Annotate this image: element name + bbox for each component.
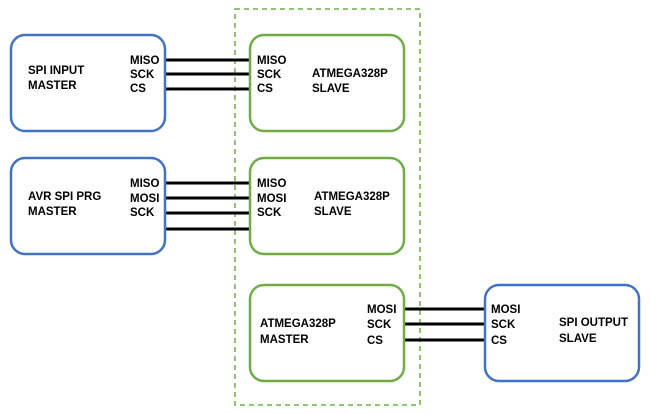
pin-label: MISO	[257, 178, 286, 190]
pin-label: MOSI	[257, 193, 286, 205]
pin-label: SCK	[130, 69, 155, 81]
atmega-slave-2-box	[248, 156, 406, 256]
avr-spi-prg-master-block: AVR SPI PRG MASTER MISO MOSI SCK	[9, 156, 167, 256]
pin-label: CS	[491, 335, 507, 347]
spi-output-slave-block: MOSI SCK CS SPI OUTPUT SLAVE	[483, 283, 641, 383]
pin-label: SCK	[367, 319, 392, 331]
pin-label: CS	[130, 83, 146, 95]
block-title: ATMEGA328P	[312, 68, 388, 80]
block-subtitle: MASTER	[260, 334, 309, 346]
spi-input-master-block: SPI INPUT MASTER MISO SCK CS	[9, 33, 167, 133]
block-title: SPI INPUT	[28, 65, 84, 77]
block-subtitle: SLAVE	[314, 206, 352, 218]
wires-master-to-output	[404, 307, 485, 342]
block-title: AVR SPI PRG	[28, 191, 101, 203]
pin-label: CS	[367, 335, 383, 347]
block-subtitle: MASTER	[28, 206, 77, 218]
pin-label: SCK	[130, 207, 155, 219]
pin-label: MISO	[130, 178, 159, 190]
wires-prg-to-slave2	[165, 181, 250, 231]
pin-label: MOSI	[367, 304, 396, 316]
block-title: ATMEGA328P	[314, 191, 390, 203]
atmega-slave-2-block: MISO MOSI SCK ATMEGA328P SLAVE	[248, 156, 406, 256]
atmega-master-box	[248, 283, 406, 383]
block-subtitle: SLAVE	[559, 333, 597, 345]
block-title: SPI OUTPUT	[559, 317, 628, 329]
atmega-slave-1-box	[248, 33, 406, 133]
dashed-group-boundary	[234, 8, 421, 406]
atmega-master-block: ATMEGA328P MASTER MOSI SCK CS	[248, 283, 406, 383]
spi-input-master-box	[9, 33, 167, 133]
pin-label: SCK	[257, 207, 282, 219]
atmega-slave-1-block: MISO SCK CS ATMEGA328P SLAVE	[248, 33, 406, 133]
pin-label: CS	[257, 83, 273, 95]
pin-label: MOSI	[491, 304, 520, 316]
pin-label: MISO	[257, 55, 286, 67]
pin-label: MOSI	[130, 193, 159, 205]
wires-input-to-slave1	[165, 58, 250, 91]
block-subtitle: MASTER	[28, 80, 77, 92]
block-title: ATMEGA328P	[260, 318, 336, 330]
avr-spi-prg-master-box	[9, 156, 167, 256]
pin-label: SCK	[491, 319, 516, 331]
spi-output-slave-box	[483, 283, 641, 383]
block-subtitle: SLAVE	[312, 83, 350, 95]
pin-label: MISO	[130, 55, 159, 67]
pin-label: SCK	[257, 69, 282, 81]
